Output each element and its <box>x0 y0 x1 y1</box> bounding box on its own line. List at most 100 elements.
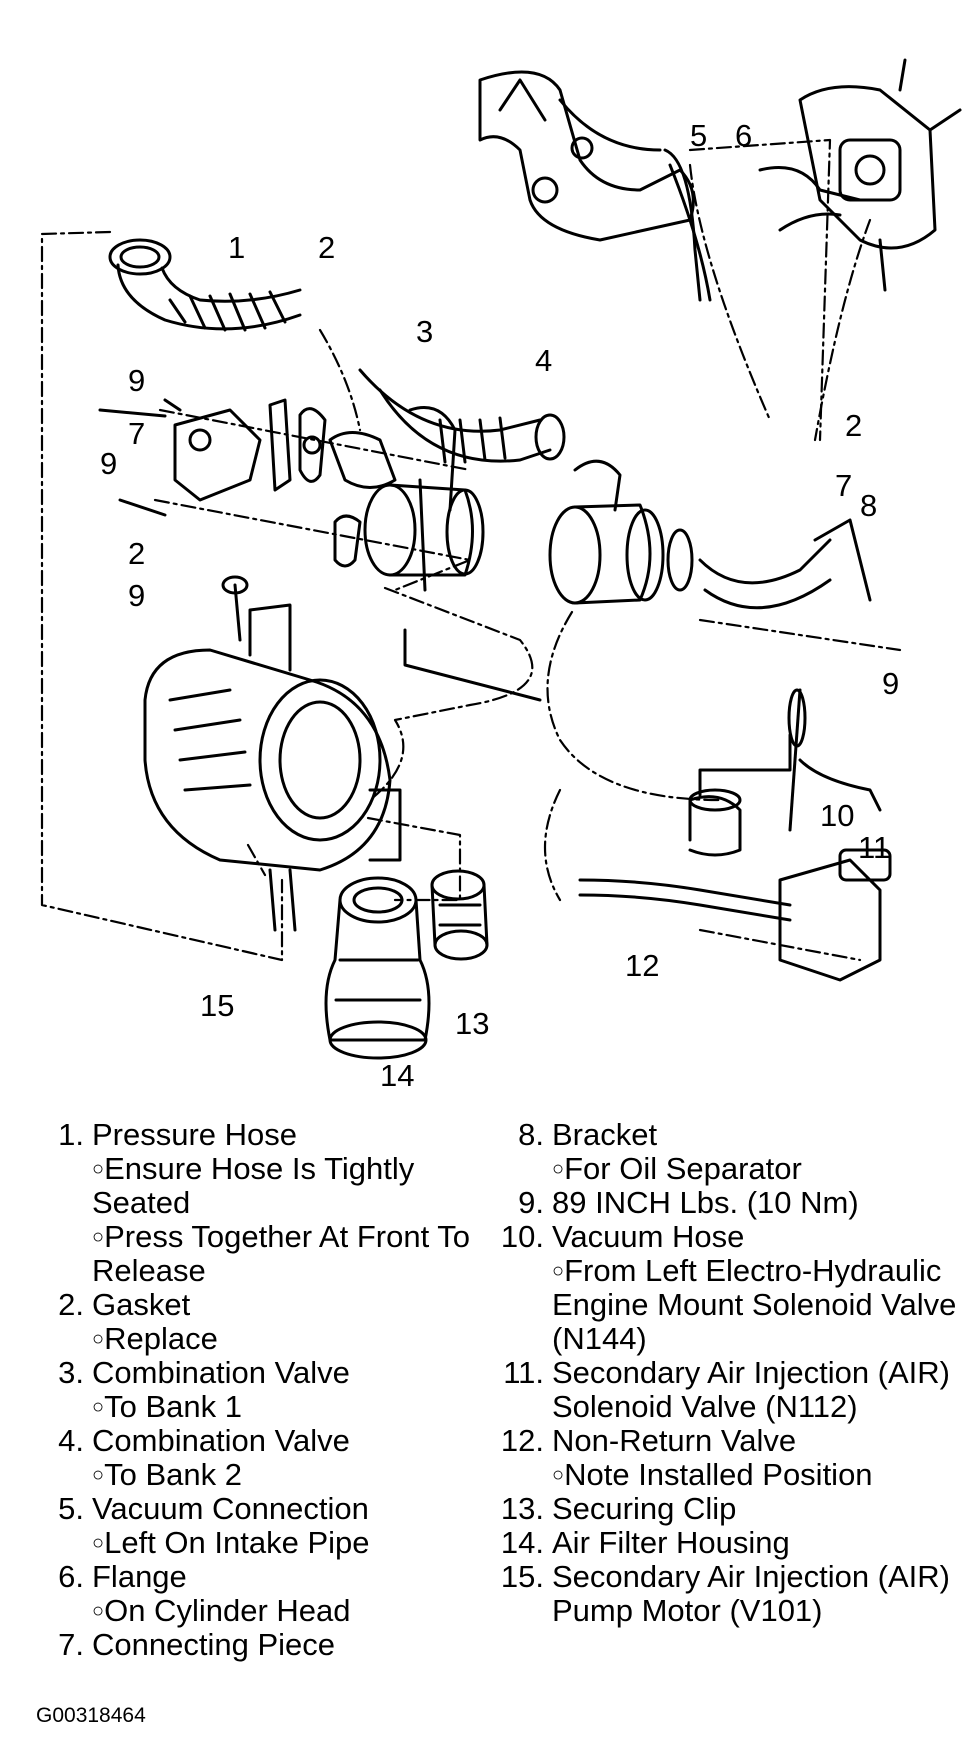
callout-2-left: 2 <box>128 536 146 571</box>
legend-item: 1.Pressure Hose ○Ensure Hose Is Tightly … <box>36 1118 476 1288</box>
legend-item: 7.Connecting Piece <box>36 1628 476 1662</box>
legend-text: Combination Valve <box>92 1355 350 1390</box>
legend-number: 7. <box>58 1627 84 1662</box>
legend-number: 14. <box>500 1525 544 1560</box>
callout-13: 13 <box>455 1006 490 1041</box>
legend-text: Air Filter Housing <box>552 1525 790 1560</box>
legend-left-column: 1.Pressure Hose ○Ensure Hose Is Tightly … <box>36 1118 476 1662</box>
legend-number: 6. <box>58 1559 84 1594</box>
callout-14: 14 <box>380 1058 415 1093</box>
callout-7-right: 7 <box>835 468 853 503</box>
callout-6: 6 <box>735 118 753 153</box>
bullet-icon: ○ <box>92 1532 105 1554</box>
legend-text: Secondary Air Injection (AIR) Pump Motor… <box>552 1559 951 1628</box>
non-return-valve-part <box>578 733 792 922</box>
legend-text: Connecting Piece <box>92 1627 335 1662</box>
legend-item: 2.Gasket ○Replace <box>36 1288 476 1356</box>
legend-text: Combination Valve <box>92 1423 350 1458</box>
legend-right-column: 8.Bracket ○For Oil Separator 9.89 INCH L… <box>488 1118 958 1628</box>
cylinder-head-area <box>758 58 962 292</box>
figure-id: G00318464 <box>36 1704 146 1727</box>
callout-2-right: 2 <box>845 408 863 443</box>
legend-text: Secondary Air Injection (AIR) Solenoid V… <box>552 1355 951 1424</box>
callout-9-mid-left: 9 <box>100 446 118 481</box>
callout-12: 12 <box>625 948 660 983</box>
callout-10: 10 <box>820 798 855 833</box>
legend-text: Gasket <box>92 1287 191 1322</box>
bullet-icon: ○ <box>92 1396 105 1418</box>
legend-number: 4. <box>58 1423 84 1458</box>
legend-text: Pressure Hose <box>92 1117 298 1152</box>
legend-number: 2. <box>58 1287 84 1322</box>
legend-item: 9.89 INCH Lbs. (10 Nm) <box>488 1186 958 1220</box>
legend-item: 15.Secondary Air Injection (AIR) Pump Mo… <box>488 1560 958 1628</box>
legend-text: Vacuum Hose <box>552 1219 745 1254</box>
callout-15: 15 <box>200 988 235 1023</box>
bullet-icon: ○ <box>92 1464 105 1486</box>
legend-note: ○Note Installed Position <box>552 1457 873 1492</box>
callout-9-right: 9 <box>882 666 900 701</box>
legend-number: 1. <box>58 1117 84 1152</box>
legend-item: 4.Combination Valve ○To Bank 2 <box>36 1424 476 1492</box>
legend-text: Vacuum Connection <box>92 1491 369 1526</box>
callout-8: 8 <box>860 488 878 523</box>
bullet-icon: ○ <box>92 1226 105 1248</box>
legend-item: 5.Vacuum Connection ○Left On Intake Pipe <box>36 1492 476 1560</box>
intake-pipe-area <box>478 70 712 302</box>
legend-item: 14.Air Filter Housing <box>488 1526 958 1560</box>
legend-item: 11.Secondary Air Injection (AIR) Solenoi… <box>488 1356 958 1424</box>
legend-number: 8. <box>518 1117 544 1152</box>
bullet-icon: ○ <box>552 1158 565 1180</box>
callout-2: 2 <box>318 230 336 265</box>
solenoid-valve-part <box>778 688 892 982</box>
assembly-lines <box>40 138 902 962</box>
legend-note: ○For Oil Separator <box>552 1151 802 1186</box>
legend-number: 10. <box>500 1219 544 1254</box>
bullet-icon: ○ <box>92 1328 105 1350</box>
legend-number: 11. <box>503 1355 544 1390</box>
callout-4: 4 <box>535 343 553 378</box>
legend-text: Bracket <box>552 1117 658 1152</box>
exploded-parts-diagram <box>40 58 962 1060</box>
pressure-hose-part <box>108 238 302 332</box>
legend-note: ○Left On Intake Pipe <box>92 1525 370 1560</box>
callout-9-lower-left: 9 <box>128 578 146 613</box>
legend-note: ○Replace <box>92 1321 218 1356</box>
combination-valve-bank2-part <box>548 459 872 610</box>
legend-item: 10.Vacuum Hose ○From Left Electro-Hydrau… <box>488 1220 958 1356</box>
legend-note: ○Ensure Hose Is Tightly Seated <box>92 1151 415 1220</box>
legend-note: ○From Left Electro-Hydraulic Engine Moun… <box>552 1253 957 1356</box>
legend-item: 6.Flange ○On Cylinder Head <box>36 1560 476 1628</box>
air-filter-housing-part <box>324 876 431 1060</box>
legend-number: 15. <box>500 1559 544 1594</box>
legend-note: ○To Bank 2 <box>92 1457 242 1492</box>
legend-item: 13.Securing Clip <box>488 1492 958 1526</box>
legend-item: 12.Non-Return Valve ○Note Installed Posi… <box>488 1424 958 1492</box>
bullet-icon: ○ <box>552 1260 565 1282</box>
callout-7-left: 7 <box>128 416 146 451</box>
legend-item: 8.Bracket ○For Oil Separator <box>488 1118 958 1186</box>
bullet-icon: ○ <box>92 1158 105 1180</box>
securing-clip-part <box>430 869 489 961</box>
callout-5: 5 <box>690 118 708 153</box>
bullet-icon: ○ <box>552 1464 565 1486</box>
legend-number: 13. <box>500 1491 544 1526</box>
legend-note: ○Press Together At Front To Release <box>92 1219 470 1288</box>
bullet-icon: ○ <box>92 1600 105 1622</box>
legend-text: Flange <box>92 1559 187 1594</box>
legend-number: 3. <box>58 1355 84 1390</box>
callout-11: 11 <box>858 830 891 865</box>
legend-text: Securing Clip <box>552 1491 737 1526</box>
air-pump-motor-part <box>143 603 402 932</box>
legend-number: 9. <box>518 1185 544 1220</box>
callout-9-top-left: 9 <box>128 363 146 398</box>
legend-number: 5. <box>58 1491 84 1526</box>
legend-text: 89 INCH Lbs. (10 Nm) <box>552 1185 859 1220</box>
callout-1: 1 <box>228 230 246 265</box>
legend-item: 3.Combination Valve ○To Bank 1 <box>36 1356 476 1424</box>
hose-bank2-part <box>358 368 566 464</box>
left-flange-assembly <box>98 398 397 642</box>
legend-number: 12. <box>500 1423 544 1458</box>
legend-text: Non-Return Valve <box>552 1423 797 1458</box>
legend-note: ○On Cylinder Head <box>92 1593 351 1628</box>
